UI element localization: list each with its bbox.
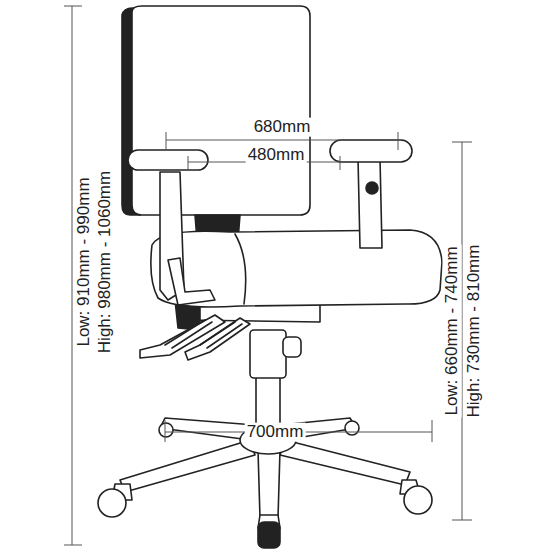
armrest-post [358,158,382,248]
base-leg [258,450,280,518]
armrest-button [366,182,378,194]
castor-wheel [98,489,126,517]
width-dimension: 680mm [252,118,313,137]
seat-seam [235,234,246,304]
base-leg [280,440,410,485]
height-knob [283,337,301,357]
backrest [132,6,310,215]
castor-wheel [345,421,359,435]
height-dimension: High: 730mm - 810mm [465,243,484,420]
width-dimension: 700mm [245,423,306,442]
gas-lift-sleeve [250,330,286,378]
armrest-pad [330,140,412,162]
dimension-lines [64,6,472,545]
lever-grip [165,320,242,348]
castor-wheel [404,486,432,514]
armrest-bracket [168,258,215,305]
height-dimension: Low: 660mm - 740mm [443,244,462,417]
castor-wheel [159,423,173,437]
height-dimension: High: 980mm - 1060mm [96,169,115,355]
dimension-line [165,420,432,442]
base-leg [120,440,255,492]
castor-wheel [258,522,280,548]
height-dimension: Low: 910mm - 990mm [75,175,94,348]
armrest-pad [128,150,208,170]
seat-cushion [151,230,442,307]
width-dimension: 480mm [246,146,307,165]
